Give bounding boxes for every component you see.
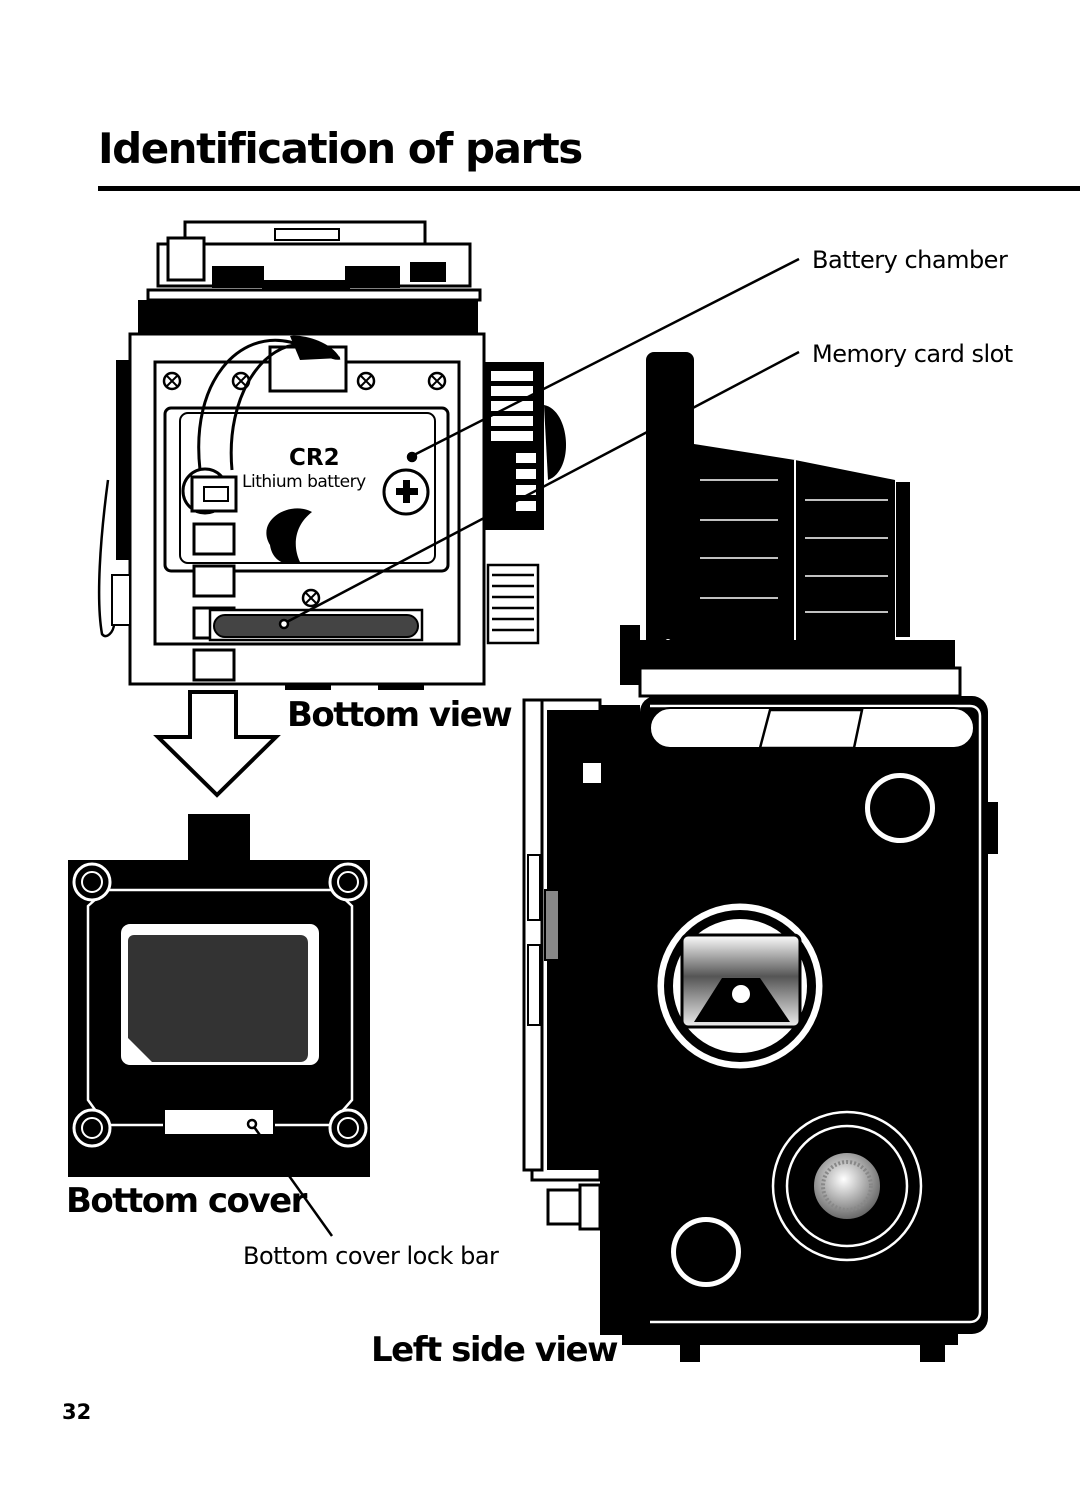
- page-title: Identification of parts: [98, 124, 583, 173]
- memory-card-slot-callout: Memory card slot: [812, 340, 1013, 368]
- bottom-cover-heading: Bottom cover: [66, 1181, 307, 1221]
- bottom-view-camera: [97, 220, 567, 690]
- callout-leaders-top: [278, 257, 800, 630]
- bottom-view-heading: Bottom view: [287, 695, 513, 735]
- battery-chamber-callout: Battery chamber: [812, 246, 1008, 274]
- page-number: 32: [62, 1400, 92, 1424]
- bottom-cover-illustration: [68, 814, 370, 1237]
- title-rule: [98, 186, 1080, 191]
- left-side-view-heading: Left side view: [371, 1330, 619, 1370]
- down-arrow-icon: [153, 690, 281, 798]
- left-side-view-camera: [522, 352, 998, 1362]
- battery-model-label: CR2: [289, 445, 340, 471]
- bottom-cover-lock-bar-callout: Bottom cover lock bar: [243, 1242, 499, 1270]
- battery-type-label: Lithium battery: [242, 472, 366, 492]
